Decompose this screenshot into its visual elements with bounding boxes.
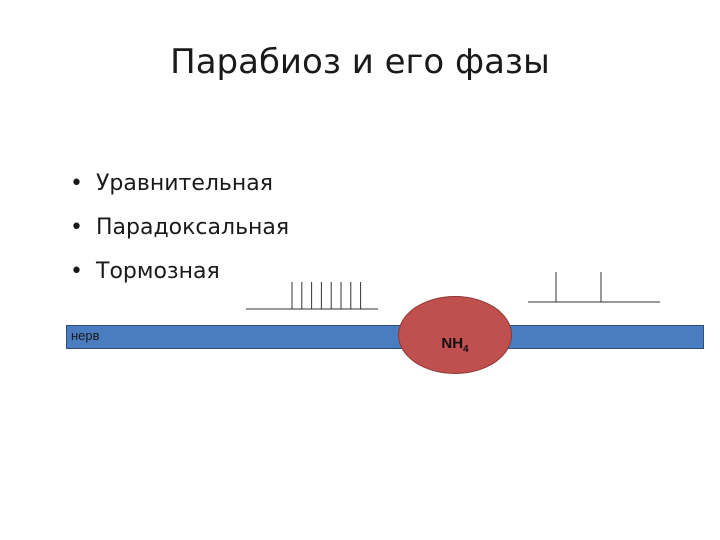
nerve-bar: нерв [66, 325, 704, 349]
bullet-text: Уравнительная [96, 171, 273, 196]
nerve-label: нерв [71, 328, 100, 343]
bullet-text: Парадоксальная [96, 215, 290, 240]
bullet-icon: • [70, 259, 83, 284]
input-spike-trace [246, 282, 378, 310]
bullet-item: • Парадоксальная [70, 208, 289, 252]
bullet-text: Тормозная [96, 259, 220, 284]
block-label: NH4 [441, 335, 469, 355]
nh4-block: NH4 [398, 296, 512, 374]
phase-list: • Уравнительная • Парадоксальная • Тормозна… [70, 164, 289, 296]
bullet-icon: • [70, 215, 83, 240]
bullet-item: • Уравнительная [70, 164, 289, 208]
slide-title: Парабиоз и его фазы [170, 42, 550, 82]
bullet-item: • Тормозная [70, 252, 289, 296]
output-spike-trace [528, 272, 660, 303]
bullet-icon: • [70, 171, 83, 196]
